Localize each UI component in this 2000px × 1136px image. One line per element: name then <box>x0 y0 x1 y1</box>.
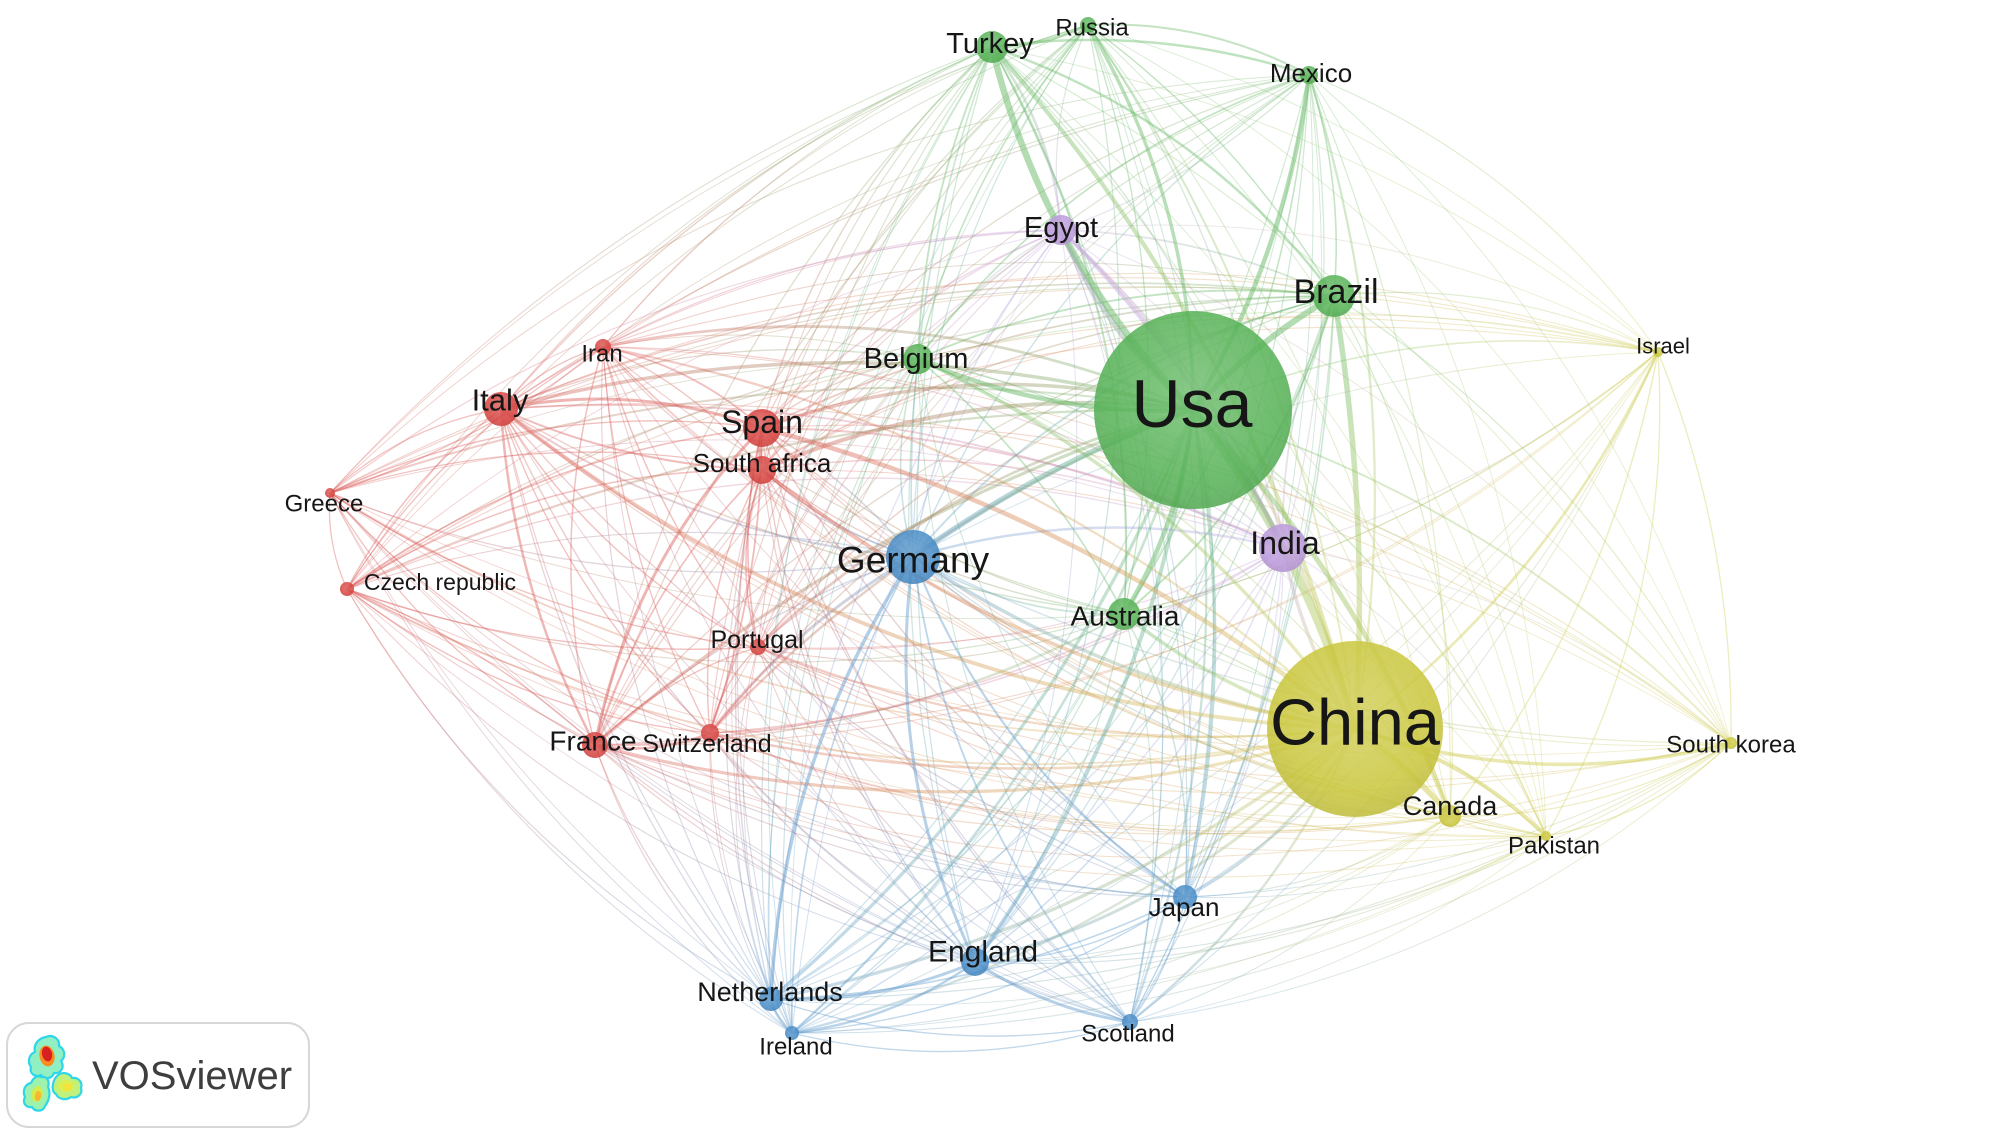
svg-text:Belgium: Belgium <box>864 343 969 375</box>
svg-text:Canada: Canada <box>1403 791 1499 821</box>
svg-text:Ireland: Ireland <box>759 1034 832 1061</box>
svg-text:Israel: Israel <box>1636 334 1690 359</box>
svg-text:Czech republic: Czech republic <box>364 569 516 595</box>
svg-text:Usa: Usa <box>1132 366 1253 442</box>
svg-text:France: France <box>549 726 636 757</box>
svg-text:South africa: South africa <box>693 448 832 478</box>
svg-text:VOSviewer: VOSviewer <box>92 1054 292 1098</box>
svg-text:Brazil: Brazil <box>1293 273 1378 311</box>
svg-text:Turkey: Turkey <box>946 28 1034 60</box>
svg-text:Spain: Spain <box>721 404 803 440</box>
svg-text:Iran: Iran <box>581 341 622 368</box>
svg-text:India: India <box>1250 525 1320 561</box>
svg-text:England: England <box>928 936 1038 969</box>
svg-text:South korea: South korea <box>1666 732 1796 759</box>
svg-text:Egypt: Egypt <box>1024 212 1098 244</box>
svg-text:Greece: Greece <box>285 491 364 518</box>
svg-text:China: China <box>1270 686 1441 759</box>
svg-text:Pakistan: Pakistan <box>1508 833 1600 860</box>
svg-text:Russia: Russia <box>1055 15 1129 42</box>
svg-text:Portugal: Portugal <box>710 626 803 654</box>
svg-text:Japan: Japan <box>1149 892 1220 922</box>
svg-text:Netherlands: Netherlands <box>697 977 843 1007</box>
svg-text:Switzerland: Switzerland <box>642 730 771 758</box>
svg-text:Germany: Germany <box>837 540 990 581</box>
svg-text:Australia: Australia <box>1071 601 1180 632</box>
svg-text:Italy: Italy <box>472 383 529 418</box>
svg-text:Mexico: Mexico <box>1270 58 1352 88</box>
svg-text:Scotland: Scotland <box>1081 1021 1174 1048</box>
